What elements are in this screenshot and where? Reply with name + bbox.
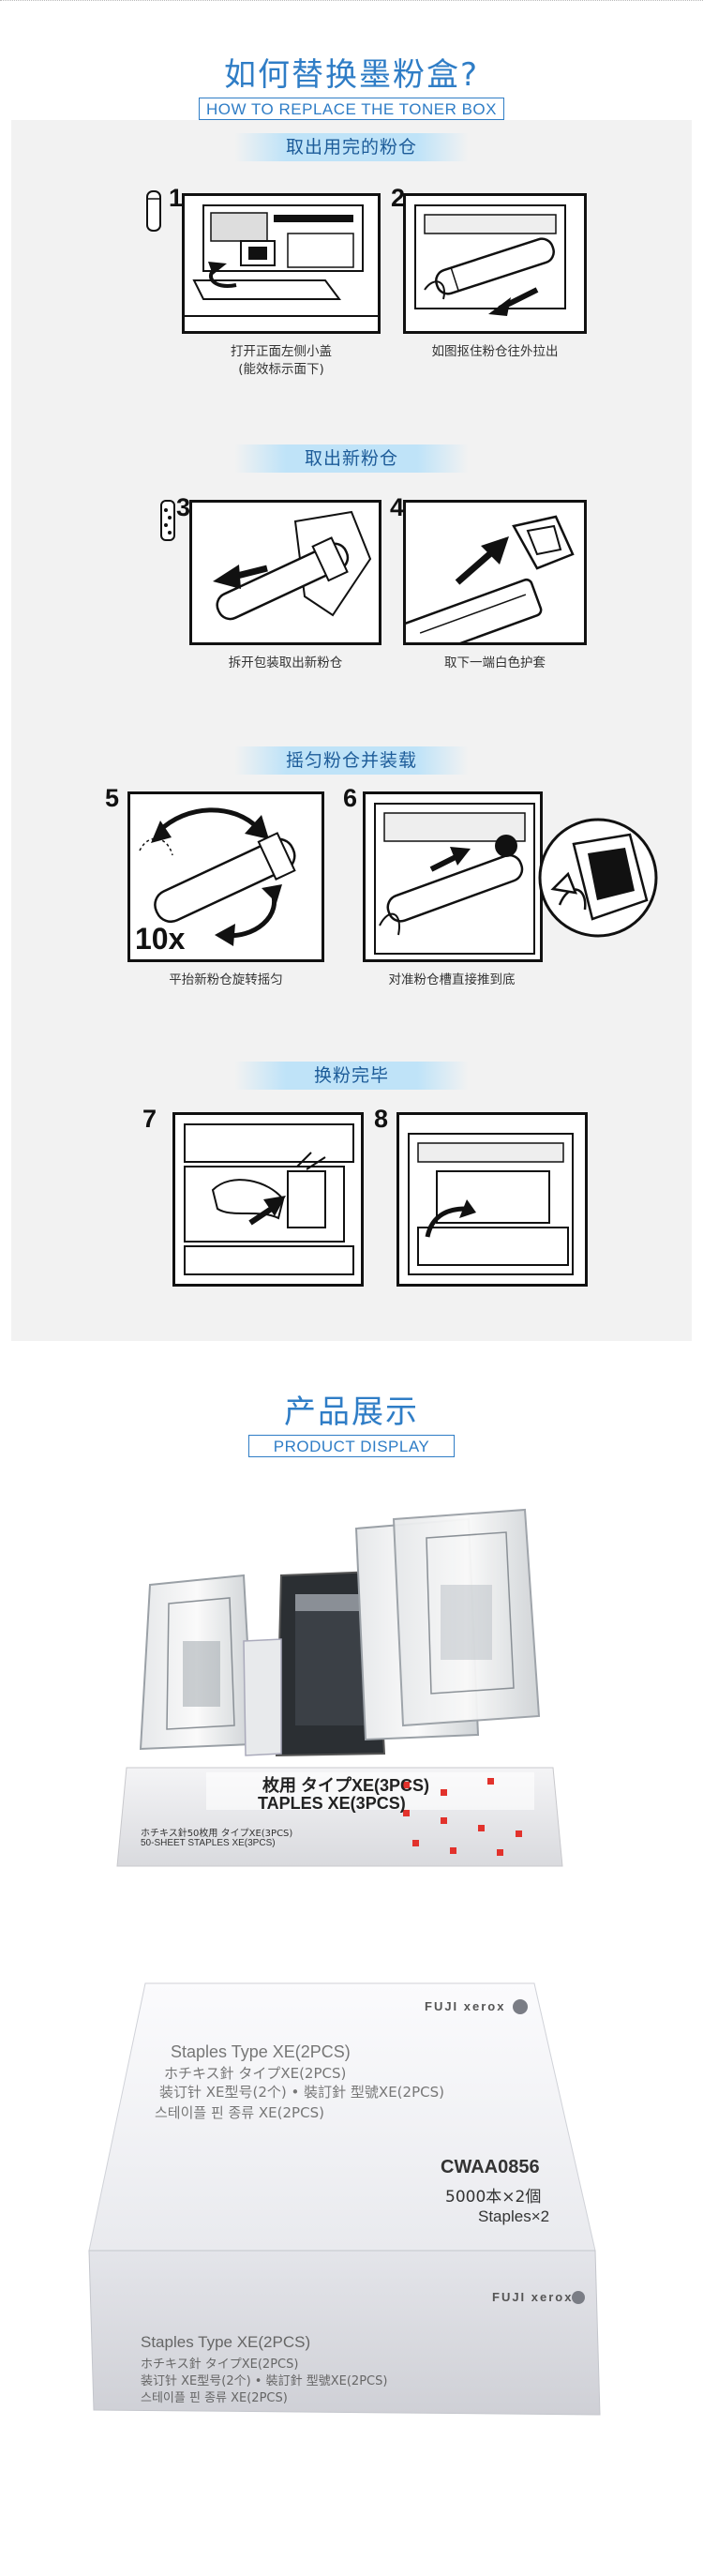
product1-label-big: 枚用 タイプXE(3PCS) [262,1776,430,1795]
step-8-illustration [396,1112,588,1287]
toner-cartridge-icon [145,188,162,233]
product2-side-line-4: 스테이플 핀 종류 XE(2PCS) [141,2391,288,2405]
step-number-3: 3 [176,493,191,521]
product2-qty: 5000本×2個 [445,2188,542,2207]
step-4-illustration [403,500,587,645]
step-2-illustration [403,193,587,334]
new-cartridge-icon [159,497,176,542]
step-number-2: 2 [391,184,406,212]
product2-line-2: ホチキス針 タイプXE(2PCS) [164,2065,347,2082]
step-2-caption: 如图抠住粉仓往外拉出 [431,344,559,359]
step-number-8: 8 [374,1105,389,1133]
product1-label-big2: TAPLES XE(3PCS) [258,1794,406,1813]
product1-label-line2: 50-SHEET STAPLES XE(3PCS) [141,1838,276,1848]
step-6-caption: 对准粉仓槽直接推到底 [388,972,516,987]
section-title-replace-toner: 如何替换墨粉盒? [223,56,480,94]
step-number-4: 4 [390,493,405,521]
product2-code: CWAA0856 [441,2157,540,2177]
banner-complete: 换粉完毕 [234,1062,469,1090]
step-number-5: 5 [105,784,120,812]
step-1-illustration [182,193,381,334]
step-4-caption: 取下一端白色护套 [444,655,546,670]
product-photo-box: FUJI xerox Staples Type XE(2PCS) ホチキス針 タ… [0,1969,703,2457]
product2-side-line-3: 装订针 XE型号(2个) • 裝訂針 型號XE(2PCS) [141,2374,388,2388]
shake-count-label: 10x [135,922,186,956]
product2-line-4: 스테이플 핀 종류 XE(2PCS) [155,2104,324,2121]
product2-staples-count: Staples×2 [478,2207,550,2225]
section-subtitle-replace-toner: HOW TO REPLACE THE TONER BOX [199,98,504,120]
step-number-1: 1 [169,184,184,212]
step-6-detail-circle [536,816,660,940]
step-5-illustration [127,791,324,962]
section-subtitle-product: PRODUCT DISPLAY [248,1435,455,1457]
step-1-caption: 打开正面左侧小盖 (能效标示面下) [231,344,332,377]
product2-line-3: 装订针 XE型号(2个) • 裝訂針 型號XE(2PCS) [159,2084,444,2101]
step-5-caption: 平抬新粉仓旋转摇匀 [169,972,283,987]
instructions-panel: 取出用完的粉仓 1 打开正面左侧小盖 (能效标示面下) 2 [11,120,692,1341]
product2-brand: FUJI xerox [425,1999,506,2013]
banner-take-new: 取出新粉仓 [234,444,469,473]
product2-side-line-2: ホチキス針 タイプXE(2PCS) [141,2358,299,2372]
step-number-6: 6 [343,784,358,812]
step-3-illustration [189,500,381,645]
step-6-illustration [363,791,543,962]
banner-shake-install: 摇匀粉仓并装载 [234,746,469,775]
product1-label-line1: ホチキス針50枚用 タイプXE(3PCS) [141,1829,293,1839]
product2-side-brand: FUJI xerox [492,2290,574,2304]
step-7-illustration [172,1112,364,1287]
step-3-caption: 拆开包装取出新粉仓 [228,655,343,670]
product2-side-line-1: Staples Type XE(2PCS) [141,2333,311,2351]
step-number-7: 7 [142,1105,157,1133]
top-divider [0,0,703,7]
banner-remove-used: 取出用完的粉仓 [234,133,469,161]
product2-line-1: Staples Type XE(2PCS) [171,2042,351,2061]
product-photo-cartridges: 枚用 タイプXE(3PCS) TAPLES XE(3PCS) ホチキス針50枚用… [0,1500,703,1885]
section-title-product: 产品展示 [284,1393,419,1431]
